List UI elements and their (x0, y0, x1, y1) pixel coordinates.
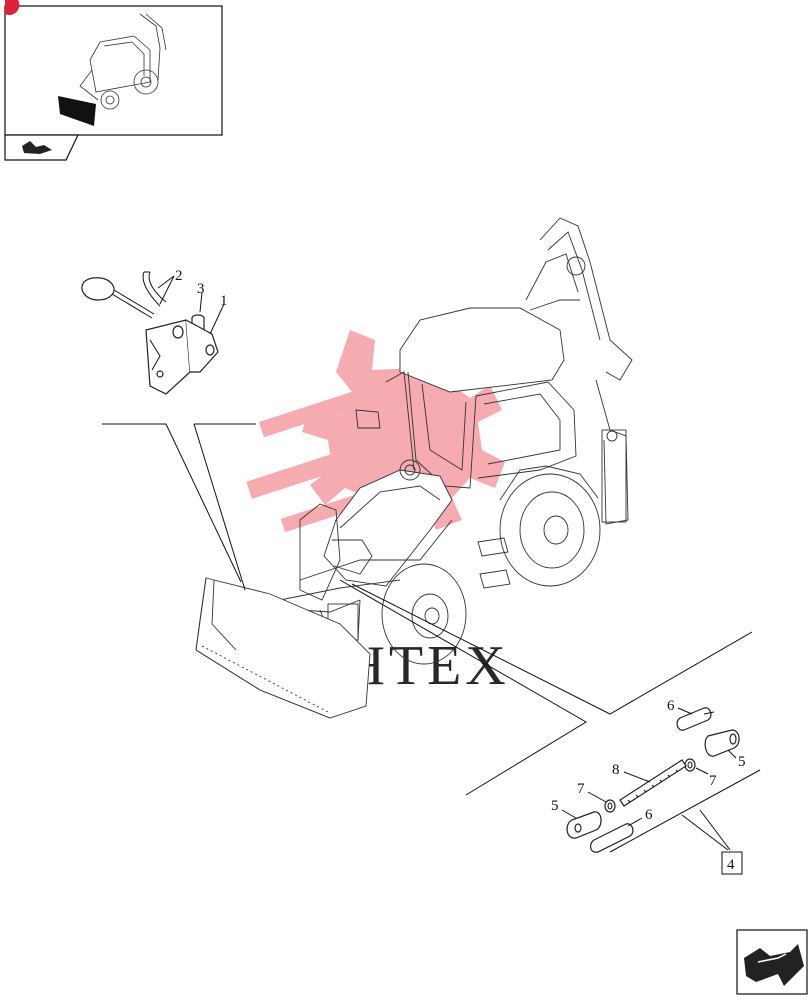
callout-4-box (721, 851, 743, 875)
leader-lines (102, 423, 761, 853)
callout-8: 8 (612, 762, 620, 778)
backhoe-loader-drawing (195, 217, 633, 719)
part-pin-lower (589, 823, 634, 853)
callout-5-lower: 5 (551, 798, 559, 814)
part-bracket (145, 319, 219, 395)
part-yoke-upper (704, 729, 740, 757)
callout-3: 3 (197, 281, 205, 297)
part-pin-upper (676, 707, 715, 731)
callout-2: 2 (175, 268, 183, 284)
callout-6-upper: 6 (667, 698, 675, 714)
next-page-arrow-icon[interactable] (744, 944, 804, 986)
callout-7-upper: 7 (709, 773, 717, 789)
part-washer-lower (604, 799, 616, 813)
part-r-clip (142, 271, 167, 307)
callout-4: 4 (727, 857, 735, 873)
thumbnail-marker (5, 0, 20, 15)
return-arrow-icon[interactable] (22, 141, 52, 154)
thumbnail-panel[interactable] (4, 0, 223, 161)
next-page-nav[interactable] (736, 929, 808, 995)
callout-5-upper: 5 (738, 754, 746, 770)
part-handle-pin (81, 277, 155, 319)
callout-6-lower: 6 (645, 807, 653, 823)
part-washer-upper (684, 758, 696, 772)
callout-7-lower: 7 (577, 781, 585, 797)
callout-1: 1 (220, 293, 228, 309)
callout-labels: 2 3 1 6 5 8 7 7 5 6 4 (157, 268, 746, 875)
part-yoke-lower (566, 811, 602, 839)
bucket-highlight (58, 96, 96, 126)
backhoe-loader-thumbnail-icon (79, 13, 167, 110)
part-threaded-rod (619, 759, 687, 807)
